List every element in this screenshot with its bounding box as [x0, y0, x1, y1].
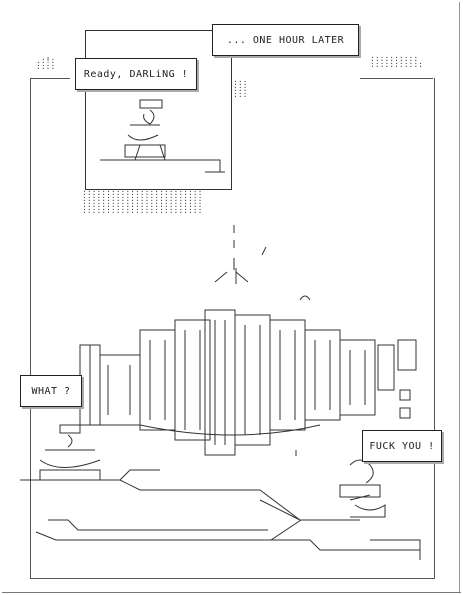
figure-head	[143, 109, 155, 125]
speech-bubble-ready: Ready, DARLiNG !	[75, 58, 197, 90]
caption-box: ... ONE HOUR LATER	[212, 24, 359, 56]
falling-marks	[214, 225, 267, 284]
left-figure	[39, 424, 101, 481]
panel-side-dots: ::: ::: :::	[233, 78, 248, 99]
inset-panel	[85, 30, 232, 190]
right-figure	[339, 459, 386, 518]
speech-text-ready: Ready, DARLiNG !	[83, 68, 189, 80]
frame-top-right-edge	[360, 78, 433, 79]
figure-head-top	[139, 99, 163, 109]
speech-bubble-what: WHAT ?	[20, 375, 82, 407]
comic-frame	[30, 78, 435, 579]
page-right-border	[459, 2, 460, 592]
speech-text-fuck: FUCK YOU !	[369, 440, 435, 452]
speech-bubble-fuck: FUCK YOU !	[362, 430, 442, 462]
caption-text: ... ONE HOUR LATER	[226, 34, 345, 46]
dots-top-right: :::::::::: :::::::::::	[370, 54, 423, 69]
left-ground-line	[20, 469, 180, 491]
figure-body	[100, 124, 225, 173]
panel-shadow-dots: ::::::::::::::::::::::::: ::::::::::::::…	[82, 188, 203, 215]
dots-top-left: .:!: ::::	[36, 56, 56, 71]
floor-line-3	[370, 539, 421, 560]
floor-line-1	[48, 519, 268, 531]
right-ground-line	[170, 489, 360, 521]
frame-top-left-edge	[30, 78, 70, 79]
speech-text-what: WHAT ?	[31, 385, 71, 397]
floor-line-2	[35, 519, 420, 551]
page-bottom-border	[2, 592, 461, 593]
